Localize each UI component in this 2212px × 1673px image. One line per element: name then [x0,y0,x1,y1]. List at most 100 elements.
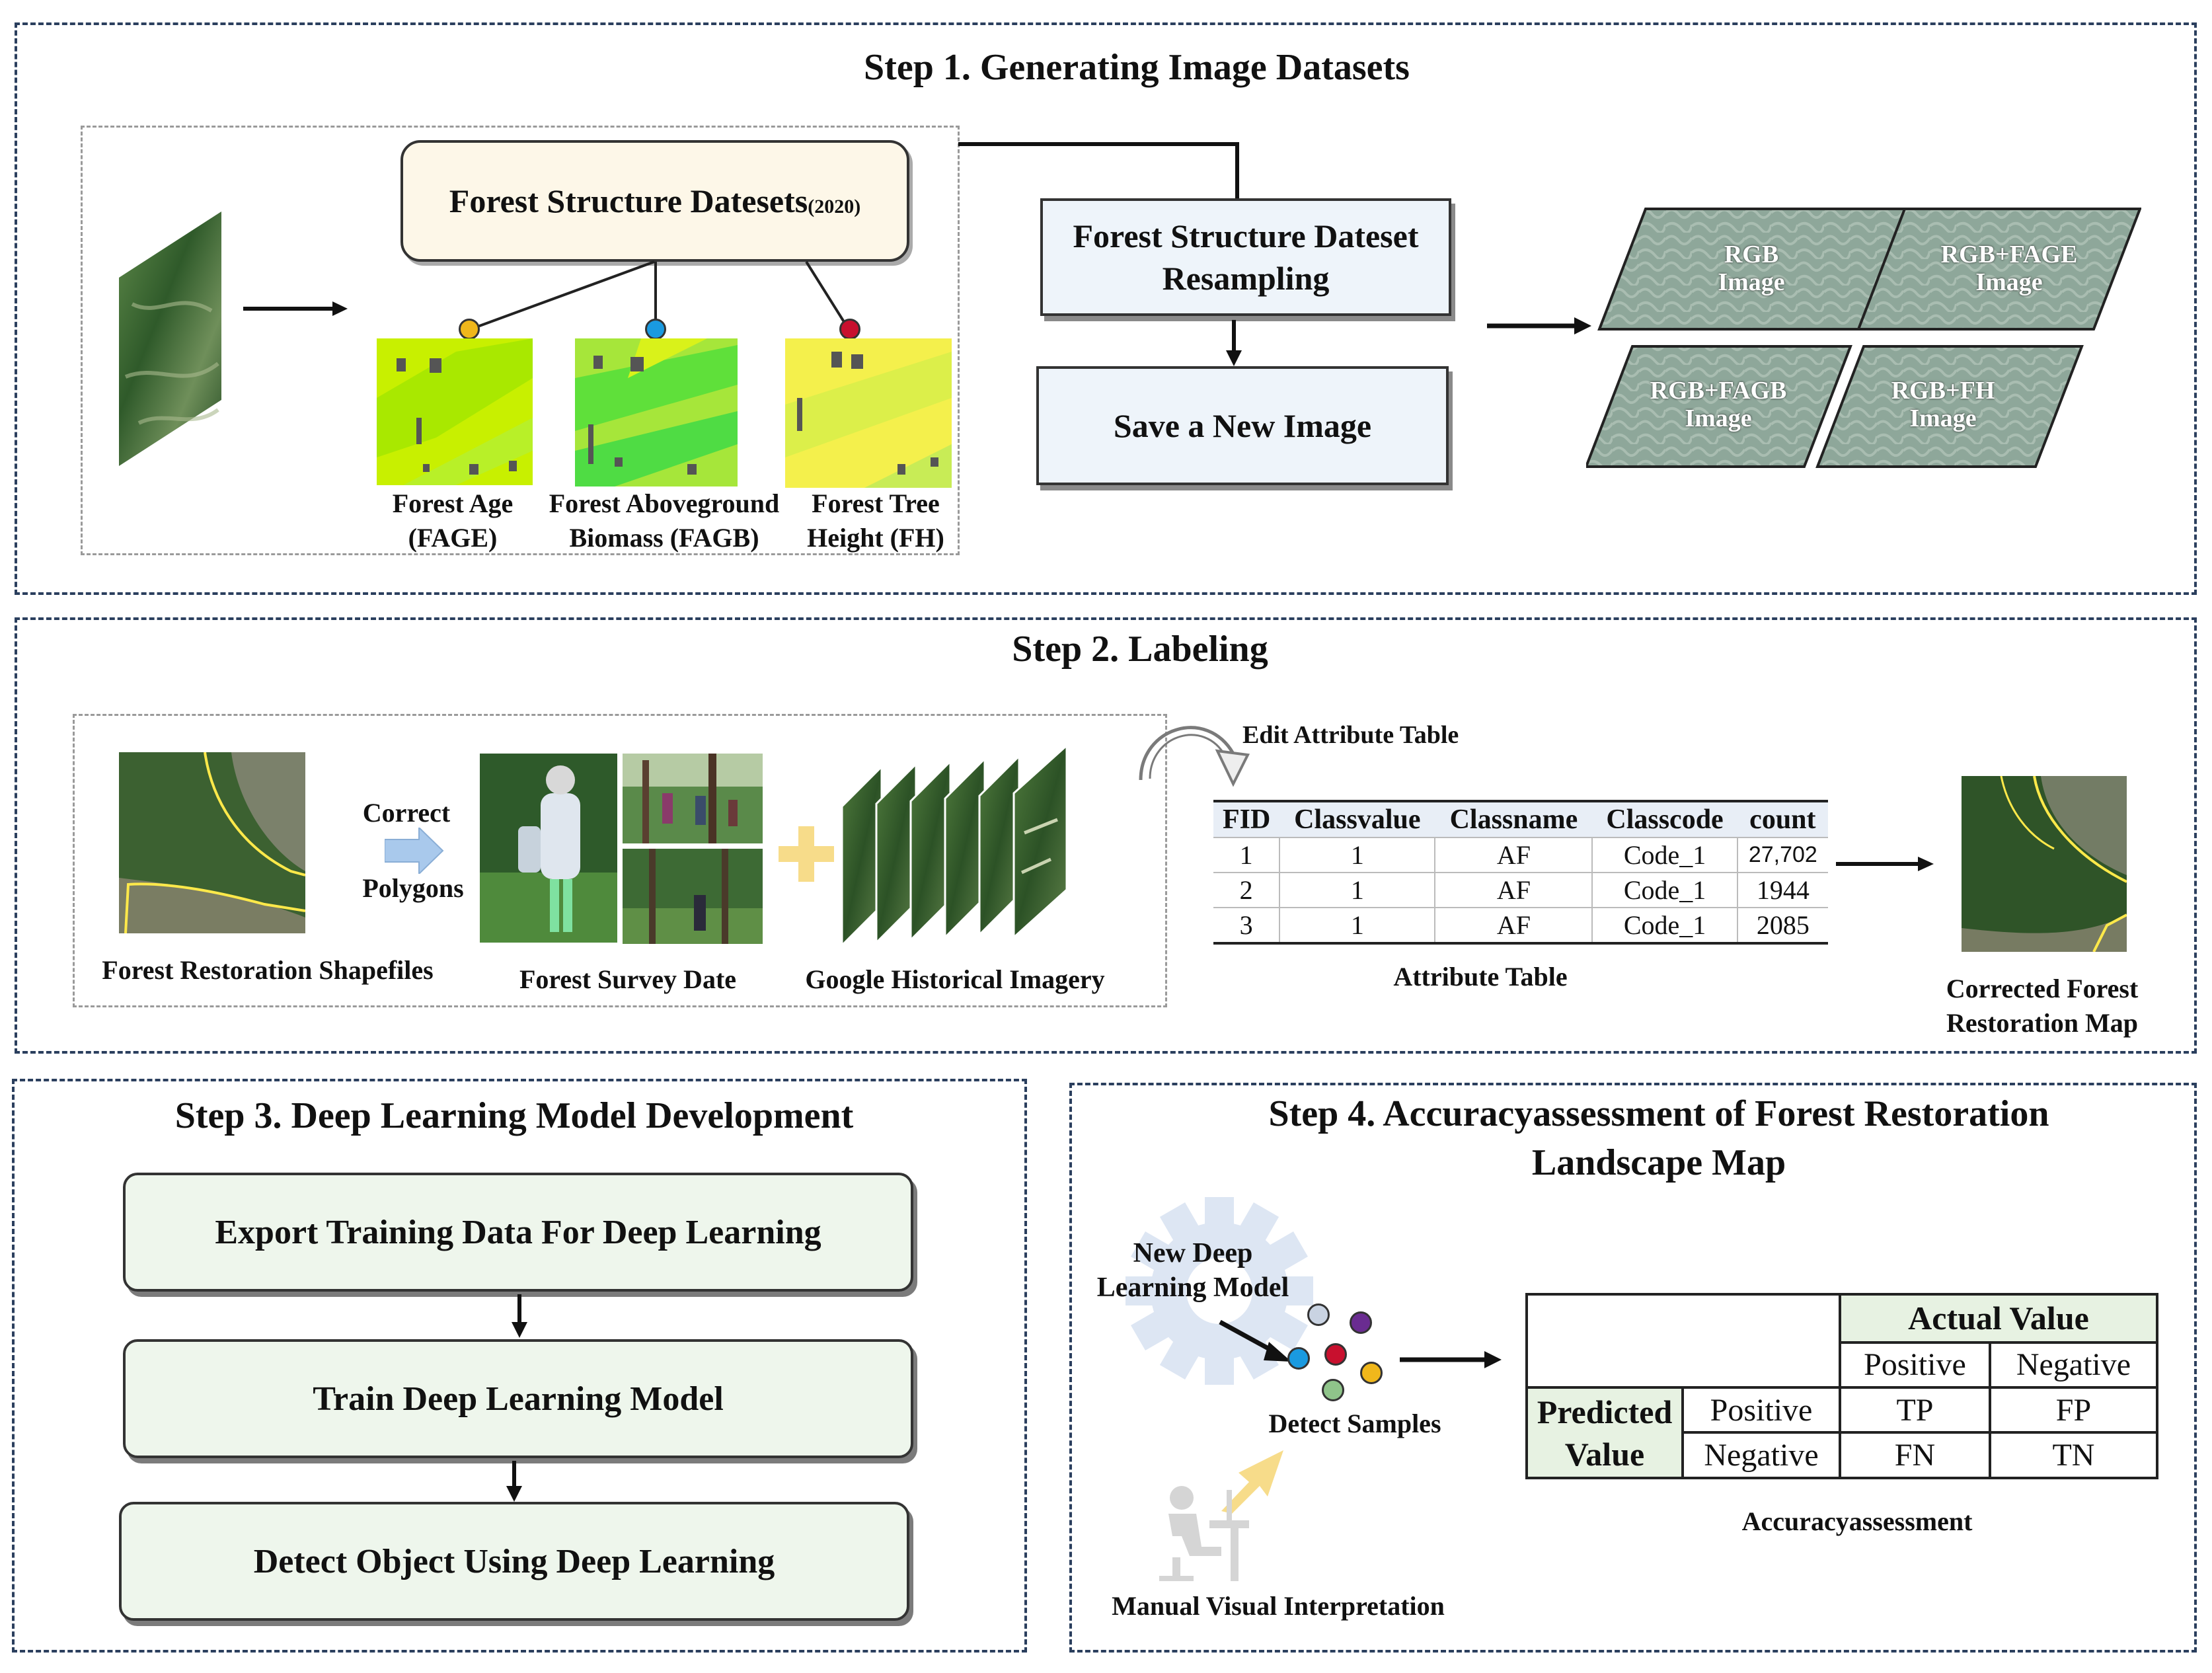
col-header: count [1737,801,1828,837]
step4-title: Step 4. Accuracyassessment of Forest Res… [1268,1093,2049,1183]
table-row: 1 1 AF Code_1 27,702 [1213,837,1828,873]
step2-title: Step 2. Labeling [1012,629,1268,670]
correct-label: Correct [362,798,451,828]
table-cell: 1 [1279,907,1435,943]
predicted-negative: Negative [1681,1431,1841,1479]
corrected-map-image [1962,776,2127,952]
step3-title: Step 3. Deep Learning Model Development [174,1095,854,1136]
detect-samples-label: Detect Samples [1268,1409,1441,1438]
attribute-table: FID Classvalue Classname Classcode count… [1213,800,1828,945]
arrow-right-icon [1836,857,1934,871]
attribute-table-caption: Attribute Table [1393,962,1568,992]
col-header: Classvalue [1279,801,1435,837]
actual-positive: Positive [1839,1341,1991,1389]
arrow-up-right-icon [1221,1450,1283,1514]
corrected-map-label: Corrected Forest Restoration Map [1946,974,2139,1038]
output-image-tiles [1586,208,2141,468]
table-cell: 1 [1279,872,1435,908]
step1-panel [15,22,2197,595]
connector-to-resampling [958,142,1239,200]
sample-dot [1307,1303,1330,1326]
detect-object-label: Detect Object Using Deep Learning [253,1542,775,1580]
fp-cell: FP [1988,1385,2159,1434]
gear-icon [1125,1197,1313,1385]
save-image-label: Save a New Image [1113,407,1372,444]
table-cell: Code_1 [1591,907,1737,943]
col-header: FID [1213,801,1280,837]
manual-interpretation-label: Manual Visual Interpretation [1112,1591,1445,1621]
polygons-label: Polygons [362,873,464,903]
train-model-box: Train Deep Learning Model [123,1339,913,1458]
rgb-fage-image-label: RGB+FAGE Image [1940,241,2078,296]
fagb-label: Forest Aboveground Biomass (FAGB) [549,488,780,553]
arrow-down-icon [512,1294,527,1338]
predicted-positive: Positive [1681,1385,1841,1434]
new-model-label: New Deep Learning Model [1096,1238,1289,1303]
step3-panel [12,1079,1027,1653]
step2-panel [15,617,2197,1054]
fn-cell: FN [1839,1431,1991,1479]
accuracy-caption: Accuracyassessment [1741,1506,1973,1536]
rgb-fagb-image-tile [1586,345,1852,468]
edit-attribute-label: Edit Attribute Table [1242,721,1459,749]
rgb-fagb-image-label: RGB+FAGB Image [1650,377,1787,432]
matrix-corner [1525,1293,1841,1389]
export-data-box: Export Training Data For Deep Learning [123,1173,913,1292]
step1-input-group [81,126,960,555]
step2-input-group [73,714,1167,1007]
export-data-label: Export Training Data For Deep Learning [215,1213,821,1251]
correct-arrow-icon [385,828,444,874]
table-cell: 27,702 [1736,837,1828,873]
fh-map [785,338,952,488]
step1-title: Step 1. Generating Image Datasets [864,47,1410,88]
rgb-fage-image-tile [1856,208,2141,331]
rgb-image-label: RGB Image [1718,241,1785,296]
predicted-value-header: Predicted Value [1525,1386,1684,1479]
table-cell: 2085 [1736,907,1828,943]
table-row: 2 1 AF Code_1 1944 [1213,872,1828,908]
survey-label: Forest Survey Date [519,964,737,994]
confusion-matrix: Actual Value Positive Negative Predicted… [1525,1293,2159,1479]
rgb-fh-image-tile [1815,345,2084,468]
tp-cell: TP [1839,1385,1991,1434]
google-label: Google Historical Imagery [805,964,1105,994]
step4-panel [1069,1083,2197,1653]
actual-value-header: Actual Value [1839,1293,2158,1344]
shapefiles-label: Forest Restoration Shapefiles [102,955,434,985]
fage-label: Forest Age (FAGE) [392,488,514,553]
arrow-right-icon [1487,317,1591,334]
arrow-right-icon [243,301,348,316]
person-at-desk-icon [1159,1486,1249,1581]
fage-dot [459,319,480,340]
tn-cell: TN [1988,1431,2159,1479]
table-row: 3 1 AF Code_1 2085 [1213,907,1828,943]
sample-dot [1350,1311,1372,1334]
table-cell: 3 [1213,907,1280,943]
sample-dot [1360,1362,1383,1384]
col-header: Classname [1435,801,1593,837]
survey-photo-top [623,754,763,843]
sample-dot [1287,1347,1310,1370]
dataset-connectors [470,260,850,331]
table-cell: AF [1434,907,1593,943]
fagb-dot [645,319,666,340]
attribute-table-header: FID Classvalue Classname Classcode count [1213,801,1828,837]
sample-dot [1324,1343,1347,1366]
save-image-box: Save a New Image [1036,366,1449,485]
fh-dot [839,319,860,340]
curved-arrow-icon [1139,726,1250,787]
satellite-image [119,212,221,466]
table-cell: Code_1 [1591,837,1737,873]
table-cell: AF [1434,837,1593,873]
arrow-down-icon [506,1461,522,1502]
table-cell: AF [1434,872,1593,908]
train-model-label: Train Deep Learning Model [313,1380,724,1418]
resampling-box: Forest Structure Dateset Resampling [1040,198,1451,316]
sample-dot [1322,1379,1344,1401]
rgb-fh-image-label: RGB+FH Image [1891,377,1995,432]
table-cell: Code_1 [1591,872,1737,908]
col-header: Classcode [1592,801,1737,837]
plus-icon [779,826,834,882]
fage-map [377,338,533,485]
table-cell: 1 [1279,837,1435,873]
